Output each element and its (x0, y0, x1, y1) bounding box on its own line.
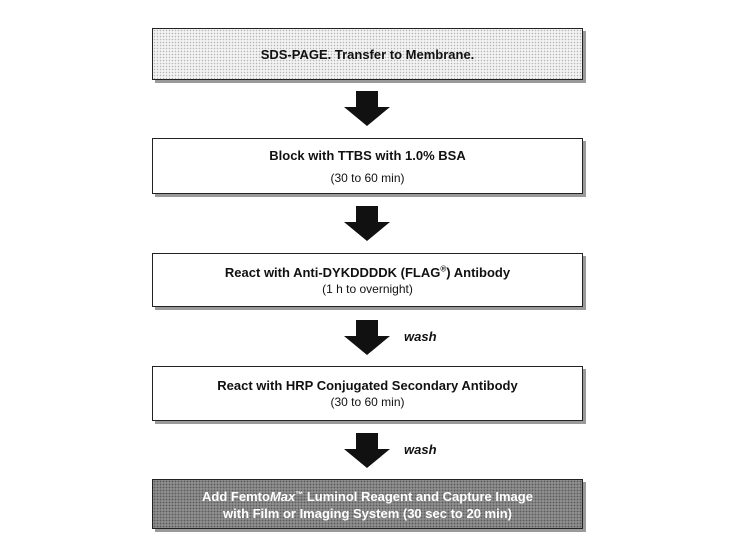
step-5-line-1-italic: Max (269, 489, 296, 504)
step-5-line-2: with Film or Imaging System (30 sec to 2… (223, 506, 512, 521)
down-arrow-icon (344, 91, 390, 126)
step-3-title-pre: React with Anti-DYKDDDDK (FLAG (224, 264, 441, 280)
step-2-title: Block with TTBS with 1.0% BSA (269, 147, 466, 163)
step-5-box: Add FemtoMax™ Luminol Reagent and Captur… (152, 479, 583, 529)
step-5-line-1: Add FemtoMax™ Luminol Reagent and Captur… (202, 486, 533, 505)
wash-label: wash (404, 329, 437, 344)
step-1-box: SDS-PAGE. Transfer to Membrane. (152, 28, 583, 80)
down-arrow-icon (344, 320, 390, 355)
registered-mark: ® (440, 264, 447, 274)
step-3-sub: (1 h to overnight) (322, 281, 413, 296)
step-5-line-1-post: Luminol Reagent and Capture Image (303, 489, 533, 504)
down-arrow-icon (344, 433, 390, 468)
step-3-title: React with Anti-DYKDDDDK (FLAG®) Antibod… (225, 264, 510, 281)
step-4-sub: (30 to 60 min) (330, 395, 405, 409)
step-3-box: React with Anti-DYKDDDDK (FLAG®) Antibod… (152, 253, 583, 307)
down-arrow-icon (344, 206, 390, 241)
step-4-box: React with HRP Conjugated Secondary Anti… (152, 366, 583, 421)
wash-label: wash (404, 442, 437, 457)
step-2-box: Block with TTBS with 1.0% BSA (30 to 60 … (152, 138, 583, 194)
step-2-sub: (30 to 60 min) (330, 170, 405, 185)
step-3-title-post: ) Antibody (446, 264, 511, 280)
step-4-title: React with HRP Conjugated Secondary Anti… (217, 378, 518, 393)
step-5-line-1-pre: Add Femto (202, 489, 270, 504)
trademark-mark: ™ (295, 490, 304, 499)
step-1-title: SDS-PAGE. Transfer to Membrane. (260, 46, 475, 62)
